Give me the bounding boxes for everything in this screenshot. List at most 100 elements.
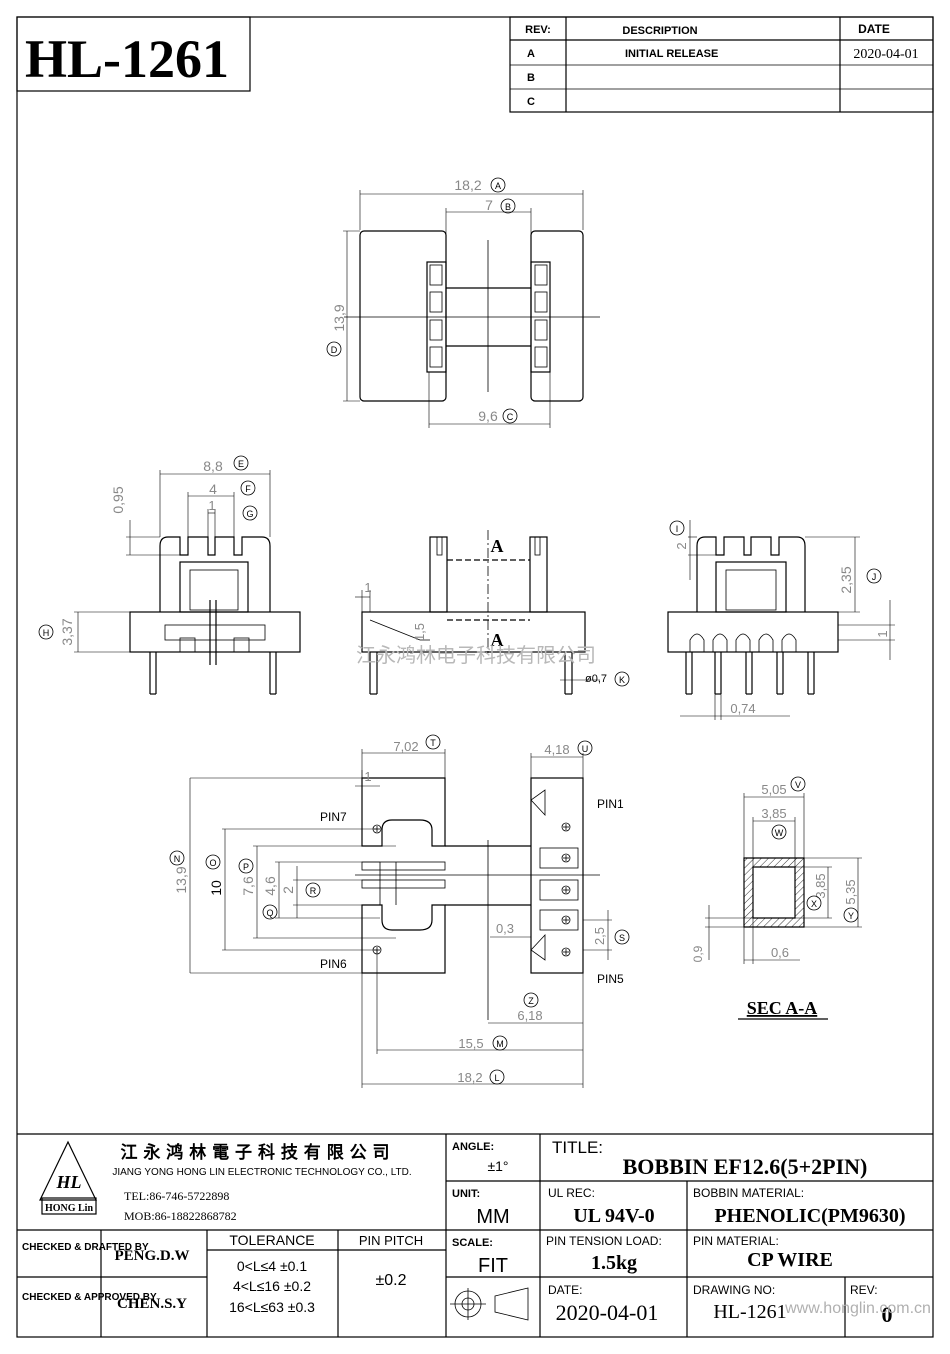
dim-pin-dia-tag: K (619, 675, 625, 685)
dim-bot-76: 7,6 (240, 876, 256, 896)
dim-bot-25-tag: S (619, 933, 625, 943)
date-value: 2020-04-01 (556, 1300, 659, 1325)
dim-right-2-tag: I (676, 524, 679, 534)
dim-bot-2-tag: R (310, 886, 317, 896)
projection-symbol (450, 1287, 529, 1321)
ul-value: UL 94V-0 (573, 1205, 654, 1227)
pin-material-value: CP WIRE (747, 1249, 833, 1271)
section-mark-a-top: A (491, 536, 504, 556)
part-number-box (16, 16, 251, 92)
dim-sec-385h-tag: X (811, 899, 817, 909)
dim-right-235: 2,35 (838, 566, 854, 593)
pin-pitch-value: ±0.2 (375, 1272, 406, 1289)
side-view: A A 1 1,5 ø0,7 K (355, 530, 630, 695)
dim-right-235-tag: J (872, 572, 877, 582)
dim-bot-139-tag: N (174, 854, 181, 864)
tolerance-row-3: 16<L≤63 ±0.3 (229, 1299, 315, 1315)
dim-right-074: 0,74 (730, 701, 755, 716)
material-label: BOBBIN MATERIAL: (693, 1186, 804, 1200)
rev-value: 0 (882, 1302, 893, 1327)
rev-row-a-date: 2020-04-01 (853, 47, 918, 62)
dim-top-width-tag: A (495, 181, 501, 191)
drawing-value: HL-1261 (713, 1301, 786, 1323)
dim-bot-155-tag: M (496, 1039, 504, 1049)
company-mob: MOB:86-18822868782 (124, 1209, 237, 1223)
dim-mid-1: 1 (364, 580, 371, 595)
label-pin1: PIN1 (597, 797, 624, 811)
material-value: PHENOLIC(PM9630) (714, 1205, 905, 1227)
svg-text:HL: HL (56, 1172, 82, 1192)
dim-sec-505-tag: V (795, 780, 801, 790)
rev-row-a: A (527, 48, 535, 60)
dim-top-width: 18,2 (454, 177, 481, 193)
rev-row-c: C (527, 96, 535, 108)
dim-top-height: 13,9 (331, 304, 347, 331)
dim-bot-182: 18,2 (457, 1070, 482, 1085)
dim-bot-618: 6,18 (517, 1008, 542, 1023)
dim-front-height-tag: H (43, 628, 50, 638)
dim-sec-535: 5,35 (843, 879, 858, 904)
rev-row-a-desc: INITIAL RELEASE (625, 48, 718, 60)
dim-sec-505: 5,05 (761, 782, 786, 797)
part-number: HL-1261 (25, 29, 229, 89)
company-name-cn: 江 永 鸿 林 電 子 科 技 有 限 公 司 (120, 1142, 389, 1163)
rev-row-b: B (527, 72, 535, 84)
dim-bot-182-tag: L (494, 1073, 499, 1083)
checked-drafted-label: CHECKED & DRAFTED BY (22, 1242, 149, 1253)
company-logo: HL HONG Lin (39, 1140, 97, 1215)
dim-sec-385h: 3,85 (813, 873, 828, 898)
description-header: DESCRIPTION (622, 25, 697, 37)
date-header: DATE (858, 22, 890, 36)
dim-bot-25: 2,5 (592, 927, 607, 945)
dim-front-gap: 1 (208, 498, 215, 513)
dim-bot-155: 15,5 (458, 1036, 483, 1051)
tolerance-label: TOLERANCE (229, 1232, 314, 1248)
dim-bot-2: 2 (280, 886, 296, 894)
dim-sec-09: 0,9 (691, 945, 705, 962)
label-pin5: PIN5 (597, 972, 624, 986)
top-view: 18,2 A 7 B 9,6 C 13,9 D (326, 177, 600, 428)
dim-front-slot: 4 (209, 481, 217, 497)
dim-top-bottom-tag: C (507, 412, 514, 422)
tension-value: 1.5kg (591, 1252, 637, 1274)
dim-sec-06: 0,6 (771, 945, 789, 960)
drafted-name: PENG.D.W (115, 1248, 190, 1264)
front-view: 8,8 E 4 F 1 G 0,95 3,37 H (38, 455, 301, 695)
unit-value: MM (476, 1206, 509, 1228)
dim-bot-139: 13,9 (173, 866, 189, 893)
dim-mid-15: 1,5 (412, 623, 427, 641)
title-label: TITLE: (552, 1138, 603, 1157)
angle-label: ANGLE: (452, 1141, 494, 1153)
pin-pitch-label: PIN PITCH (359, 1233, 423, 1248)
title-value: BOBBIN EF12.6(5+2PIN) (623, 1154, 868, 1179)
sheet-border (16, 16, 934, 1338)
dim-front-height: 3,37 (59, 618, 75, 645)
dim-front-slot-tag: F (245, 484, 251, 494)
approved-name: CHEN.S.Y (117, 1296, 187, 1312)
dim-bot-702: 7,02 (393, 739, 418, 754)
section-a-a: 5,05 V 3,85 W 3,85 X 5,35 Y 0,9 0,6 SEC … (691, 776, 862, 1020)
rev-header: REV: (525, 24, 551, 36)
dim-front-top: 0,95 (110, 486, 126, 513)
checked-approved-label: CHECKED & APPROVED BY (22, 1292, 157, 1303)
dim-bot-418: 4,18 (544, 742, 569, 757)
label-pin7: PIN7 (320, 810, 347, 824)
dim-pin-dia: ø0,7 (585, 673, 607, 685)
company-tel: TEL:86-746-5722898 (124, 1189, 229, 1203)
dim-sec-385w-tag: W (775, 828, 784, 838)
dim-top-inner-tag: B (505, 202, 511, 212)
angle-value: ±1° (487, 1158, 508, 1174)
dim-bot-46-tag: Q (266, 908, 273, 918)
dim-top-height-tag: D (331, 345, 338, 355)
label-pin6: PIN6 (320, 957, 347, 971)
dim-top-inner: 7 (485, 197, 493, 213)
rev-label: REV: (850, 1283, 878, 1297)
dim-top-bottom: 9,6 (478, 408, 498, 424)
dim-bot-10-tag: O (209, 858, 216, 868)
dim-bot-418-tag: U (582, 744, 589, 754)
watermark-company: 江永鸿林电子科技有限公司 (356, 643, 596, 667)
dim-sec-385w: 3,85 (761, 806, 786, 821)
company-name-en: JIANG YONG HONG LIN ELECTRONIC TECHNOLOG… (112, 1167, 411, 1178)
pin-material-label: PIN MATERIAL: (693, 1234, 779, 1248)
